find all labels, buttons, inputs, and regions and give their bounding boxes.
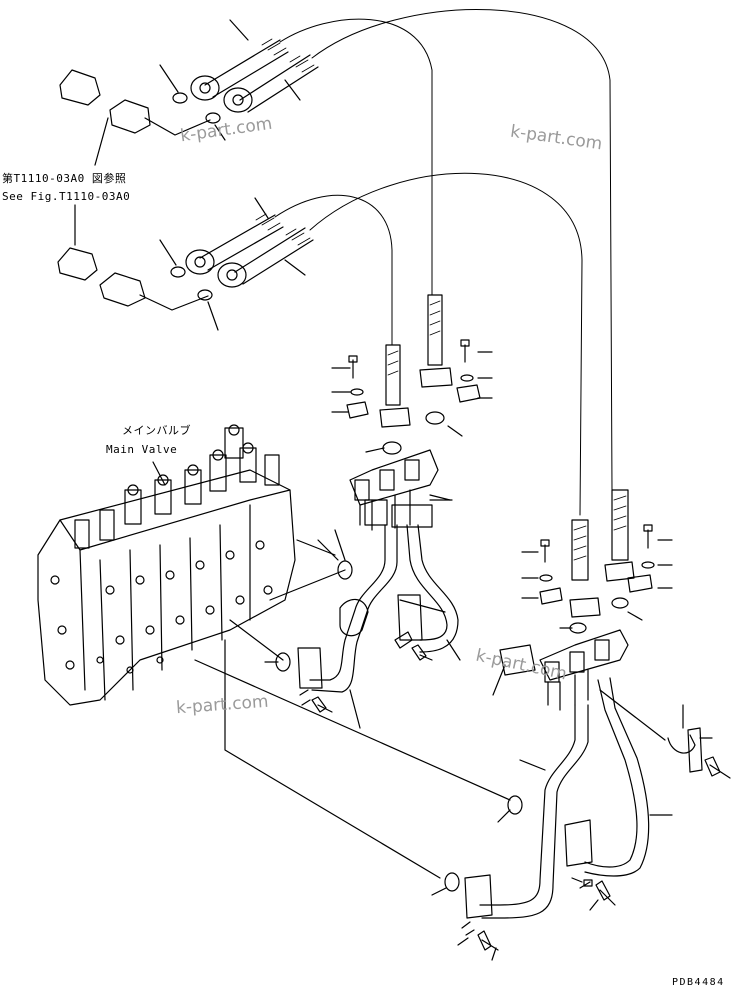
reference-label-jp: 第T1110-03A0 図参照 xyxy=(2,172,127,185)
drawing-number: PDB4484 xyxy=(672,977,725,988)
main-valve-label-en: Main Valve xyxy=(106,443,178,456)
manifold-lower xyxy=(399,489,731,961)
hose-group-upper xyxy=(59,19,319,166)
main-valve xyxy=(37,424,511,879)
reference-label-en: See Fig.T1110-03A0 xyxy=(2,190,131,203)
main-valve-label-jp: メインバルブ xyxy=(122,424,191,437)
long-hoses xyxy=(274,8,613,516)
hose-ends-mid xyxy=(331,294,493,455)
manifold-upper xyxy=(264,449,461,729)
hose-group-lower xyxy=(57,197,314,331)
